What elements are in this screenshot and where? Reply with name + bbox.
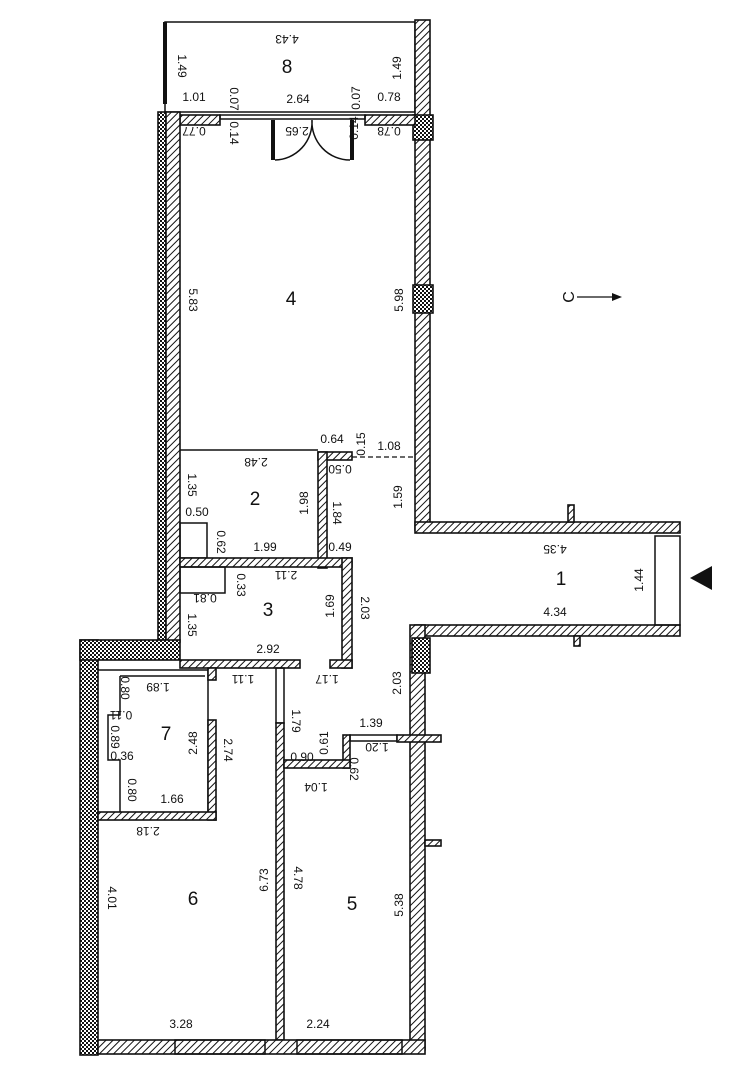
dim: 1.66 (160, 792, 184, 806)
dim: 2.92 (256, 642, 280, 656)
dim: 1.49 (390, 56, 404, 80)
dim: 0.62 (347, 757, 361, 781)
dim: 4.34 (543, 605, 567, 619)
dim: 4.35 (543, 542, 567, 556)
dim: 4.43 (275, 32, 299, 46)
dim: 2.65 (285, 124, 309, 138)
dim: 0.64 (320, 432, 344, 446)
dim: 0.62 (214, 530, 228, 554)
dim: 0.33 (234, 573, 248, 597)
dim: 1.98 (297, 491, 311, 515)
room-4-label: 4 (286, 289, 297, 310)
dim: 2.03 (390, 671, 404, 695)
dim: 1.11 (231, 672, 254, 686)
room-2-label: 2 (250, 489, 261, 510)
dim: 3.28 (169, 1017, 193, 1031)
room-7-label: 7 (161, 724, 172, 745)
dim: 2.24 (306, 1017, 330, 1031)
room-8-label: 8 (282, 57, 293, 78)
dim: 0.78 (377, 90, 401, 104)
dim: 5.98 (392, 288, 406, 312)
dim: 0.89 (108, 725, 122, 749)
dim: 1.69 (323, 594, 337, 618)
dim: 5.83 (186, 288, 200, 312)
room-5-label: 5 (347, 894, 358, 915)
dim: 5.38 (392, 893, 406, 917)
walls (79, 19, 681, 1056)
dim: 0.07 (349, 86, 363, 110)
dim: 0.90 (290, 750, 314, 764)
dim: 0.50 (185, 505, 209, 519)
dim: 0.80 (125, 778, 139, 802)
dim: 2.03 (358, 596, 372, 620)
dim: 4.01 (105, 886, 119, 910)
dim: 1.01 (182, 90, 206, 104)
dim: 1.99 (253, 540, 277, 554)
dim: 0.49 (328, 540, 352, 554)
dim: 2.74 (221, 738, 235, 762)
dim: 0.78 (377, 124, 401, 138)
dim: 0.80 (118, 676, 132, 700)
dim: 1.35 (185, 613, 199, 637)
dim: 4.78 (291, 866, 305, 890)
dim: 0.14 (347, 116, 361, 140)
dim: 1.08 (377, 439, 401, 453)
dim: 1.35 (185, 473, 199, 497)
dim: 1.89 (146, 680, 170, 694)
dim: 0.14 (227, 121, 241, 145)
room-1-label: 1 (556, 569, 567, 590)
dim: 0.36 (110, 749, 134, 763)
dim: 0.77 (182, 124, 206, 138)
dim: 1.17 (315, 672, 339, 686)
dim: 0.07 (227, 87, 241, 111)
dimension-labels: 4.43 1.49 1.49 1.01 0.07 2.64 0.07 0.78 … (105, 32, 646, 1031)
room-numbers: 1 2 3 4 5 6 7 8 (161, 57, 567, 915)
dim: 1.49 (175, 54, 189, 78)
entry-arrow-icon (690, 566, 712, 590)
dim: 1.59 (391, 485, 405, 509)
dim: 1.44 (632, 568, 646, 592)
dim: 2.18 (136, 824, 160, 838)
dim: 0.15 (354, 432, 368, 456)
dim: 1.84 (330, 501, 344, 525)
room-6-label: 6 (188, 889, 199, 910)
dim: 1.20 (365, 740, 389, 754)
dim: 0.81 (193, 591, 217, 605)
dim: 0.50 (328, 462, 352, 476)
dim: 1.04 (304, 780, 328, 794)
dim: 2.48 (186, 731, 200, 755)
dim: 0.61 (317, 731, 331, 755)
dim: 2.64 (286, 92, 310, 106)
dim: 6.73 (257, 868, 271, 892)
dim: 0.11 (109, 708, 132, 722)
dim: 2.48 (244, 455, 268, 469)
room-3-label: 3 (263, 600, 274, 621)
dim: 2.11 (274, 568, 297, 582)
dim: 1.39 (359, 716, 383, 730)
svg-text:С: С (561, 291, 578, 303)
north-indicator: С (561, 291, 622, 303)
dim: 1.79 (289, 709, 303, 733)
